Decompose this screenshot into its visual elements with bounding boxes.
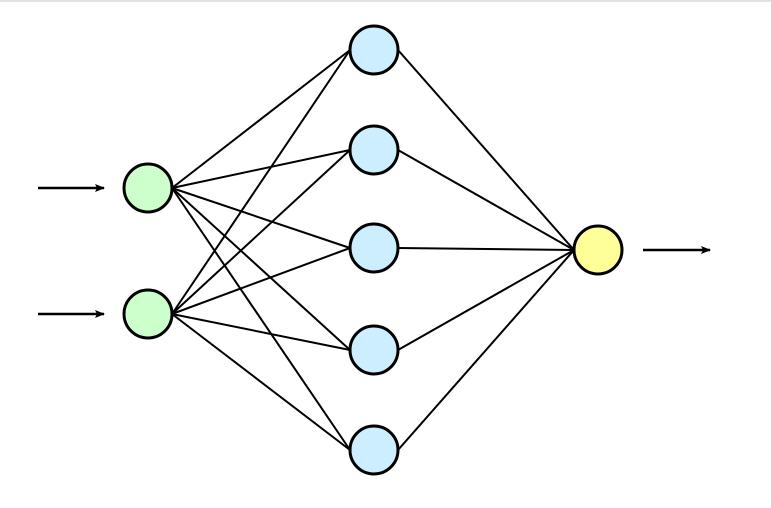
edge-input-1-to-hidden-1 <box>171 49 351 189</box>
edge-input-2-to-hidden-1 <box>171 49 351 315</box>
edge-hidden-2-to-output-1 <box>397 149 575 251</box>
edge-input-2-to-hidden-3 <box>171 247 351 315</box>
hidden-node-2 <box>348 124 400 176</box>
edge-input-1-to-hidden-2 <box>171 149 351 189</box>
edge-input-1-to-hidden-3 <box>171 187 351 249</box>
edge-input-1-to-hidden-5 <box>171 187 351 451</box>
hidden-node-1 <box>348 24 400 76</box>
edge-hidden-5-to-output-1 <box>397 249 575 451</box>
top-border <box>0 0 771 2</box>
edge-hidden-4-to-output-1 <box>397 249 575 351</box>
edge-hidden-3-to-output-1 <box>397 247 575 251</box>
edge-input-2-to-hidden-2 <box>171 149 351 315</box>
hidden-node-4 <box>348 324 400 376</box>
edge-input-2-to-hidden-4 <box>171 313 351 351</box>
input-node-2 <box>122 288 174 340</box>
hidden-node-3 <box>348 222 400 274</box>
output-node-1 <box>572 224 624 276</box>
edge-input-2-to-hidden-5 <box>171 313 351 451</box>
edge-input-1-to-hidden-4 <box>171 187 351 351</box>
edge-hidden-1-to-output-1 <box>397 49 575 251</box>
hidden-node-5 <box>348 424 400 476</box>
input-node-1 <box>122 162 174 214</box>
